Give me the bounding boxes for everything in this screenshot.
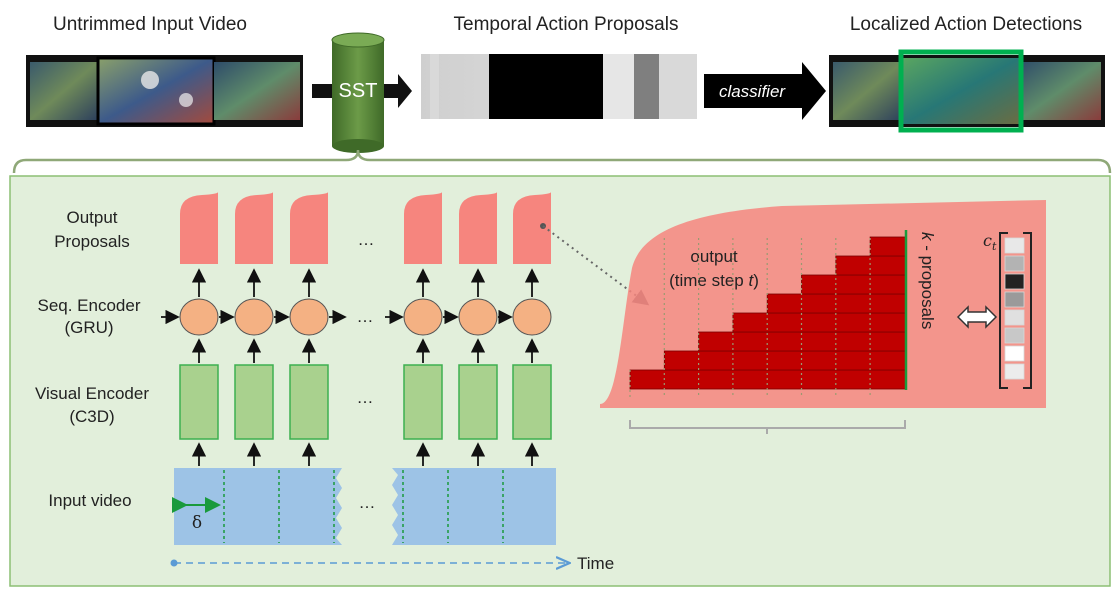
gru-cell xyxy=(234,298,274,336)
detail-output-label: output xyxy=(690,247,738,266)
confidence-cell xyxy=(1004,273,1025,290)
gru-cell xyxy=(458,298,498,336)
proposal-bar xyxy=(766,293,907,314)
input-filmstrip xyxy=(26,55,303,127)
gru-cell xyxy=(179,298,219,336)
ellipsis-output: … xyxy=(358,230,375,249)
proposal-segment xyxy=(634,54,659,119)
output-proposal xyxy=(404,192,442,264)
label-input-video: Input video xyxy=(48,491,131,510)
detection-box xyxy=(898,49,1024,133)
ellipsis-video: … xyxy=(359,493,376,512)
detections-filmstrip xyxy=(829,49,1105,133)
proposals-title: Temporal Action Proposals xyxy=(454,14,679,35)
c3d-block xyxy=(512,364,552,440)
output-proposal xyxy=(290,192,328,264)
sst-cylinder: SST xyxy=(331,32,385,153)
equivalence-arrow xyxy=(956,305,998,329)
confidence-cell xyxy=(1004,237,1025,254)
input-video-left xyxy=(174,468,342,545)
label-visual-1: Visual Encoder xyxy=(35,384,149,403)
c3d-block xyxy=(458,364,498,440)
confidence-cell xyxy=(1004,363,1025,380)
stride-brace xyxy=(629,420,906,434)
arrow-from-sst xyxy=(384,74,412,108)
confidence-cell xyxy=(1004,327,1025,344)
label-seq-2: (GRU) xyxy=(64,318,113,337)
proposal-segment xyxy=(489,54,603,119)
output-proposal xyxy=(513,192,551,264)
label-output-2: Proposals xyxy=(54,232,130,251)
time-axis-origin xyxy=(170,559,178,567)
confidence-cell xyxy=(1004,255,1025,272)
label-visual-2: (C3D) xyxy=(69,407,114,426)
c3d-block xyxy=(179,364,219,440)
proposal-bar xyxy=(698,331,907,352)
gru-cell xyxy=(403,298,443,336)
classifier-arrow: classifier xyxy=(704,62,826,120)
gru-cell xyxy=(512,298,552,336)
proposal-bar xyxy=(629,369,907,390)
proposal-bar xyxy=(801,274,907,295)
sst-label: SST xyxy=(339,80,378,102)
detail-time-step-label: (time step t) xyxy=(669,271,759,290)
k-proposals-label: k - proposals xyxy=(918,232,937,329)
encoder-columns xyxy=(161,192,552,466)
label-seq-1: Seq. Encoder xyxy=(37,296,140,315)
expansion-brace xyxy=(12,149,1112,174)
label-output-1: Output xyxy=(66,208,117,227)
gru-cell xyxy=(289,298,329,336)
proposal-segment xyxy=(603,54,634,119)
output-proposal xyxy=(459,192,497,264)
clip-dividers xyxy=(223,470,504,543)
c3d-block xyxy=(403,364,443,440)
ellipsis-gru: … xyxy=(357,307,374,326)
confidence-vector xyxy=(1004,237,1025,380)
proposal-segment xyxy=(659,54,697,119)
confidence-cell xyxy=(1004,291,1025,308)
ct-label: ct xyxy=(983,231,997,253)
vector-bracket-right xyxy=(1023,232,1032,389)
output-proposal xyxy=(235,192,273,264)
delta-label: δ xyxy=(192,513,202,533)
proposal-bar xyxy=(732,312,907,333)
output-proposal xyxy=(180,192,218,264)
ellipsis-c3d: … xyxy=(357,388,374,407)
proposal-staircase xyxy=(629,236,907,398)
c3d-block xyxy=(234,364,274,440)
confidence-cell xyxy=(1004,345,1025,362)
confidence-cell xyxy=(1004,309,1025,326)
time-label: Time xyxy=(577,554,614,573)
detections-title: Localized Action Detections xyxy=(850,14,1082,35)
proposal-strip xyxy=(421,54,697,119)
proposal-bar xyxy=(835,255,907,276)
input-video-title: Untrimmed Input Video xyxy=(53,14,247,35)
proposal-segment xyxy=(430,54,439,119)
vector-bracket-left xyxy=(999,232,1008,389)
proposal-bar xyxy=(869,236,907,257)
input-video-right xyxy=(392,468,556,545)
classifier-label: classifier xyxy=(719,82,786,101)
c3d-block xyxy=(289,364,329,440)
